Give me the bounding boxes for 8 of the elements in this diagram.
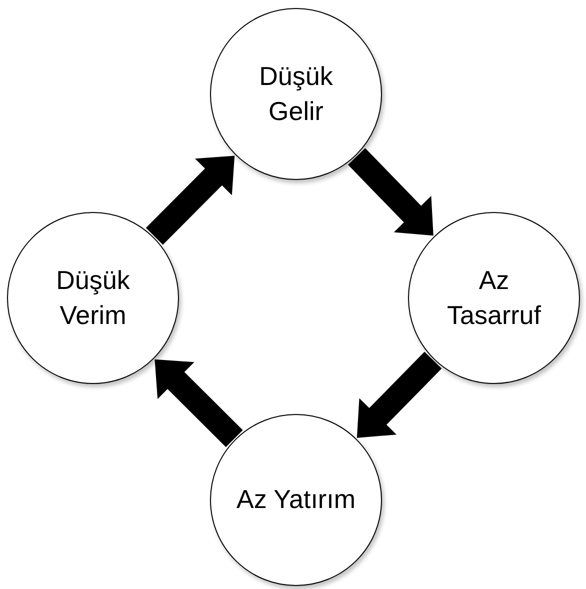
- block-arrow: [348, 148, 434, 236]
- node-label: Düşük Gelir: [258, 60, 334, 128]
- block-arrow: [154, 359, 243, 448]
- block-arrow: [356, 352, 442, 438]
- node-label: Düşük Verim: [55, 264, 131, 332]
- block-arrow: [146, 156, 235, 245]
- node-label: Az Yatırım: [236, 483, 356, 516]
- node-label: Az Tasarruf: [446, 264, 542, 332]
